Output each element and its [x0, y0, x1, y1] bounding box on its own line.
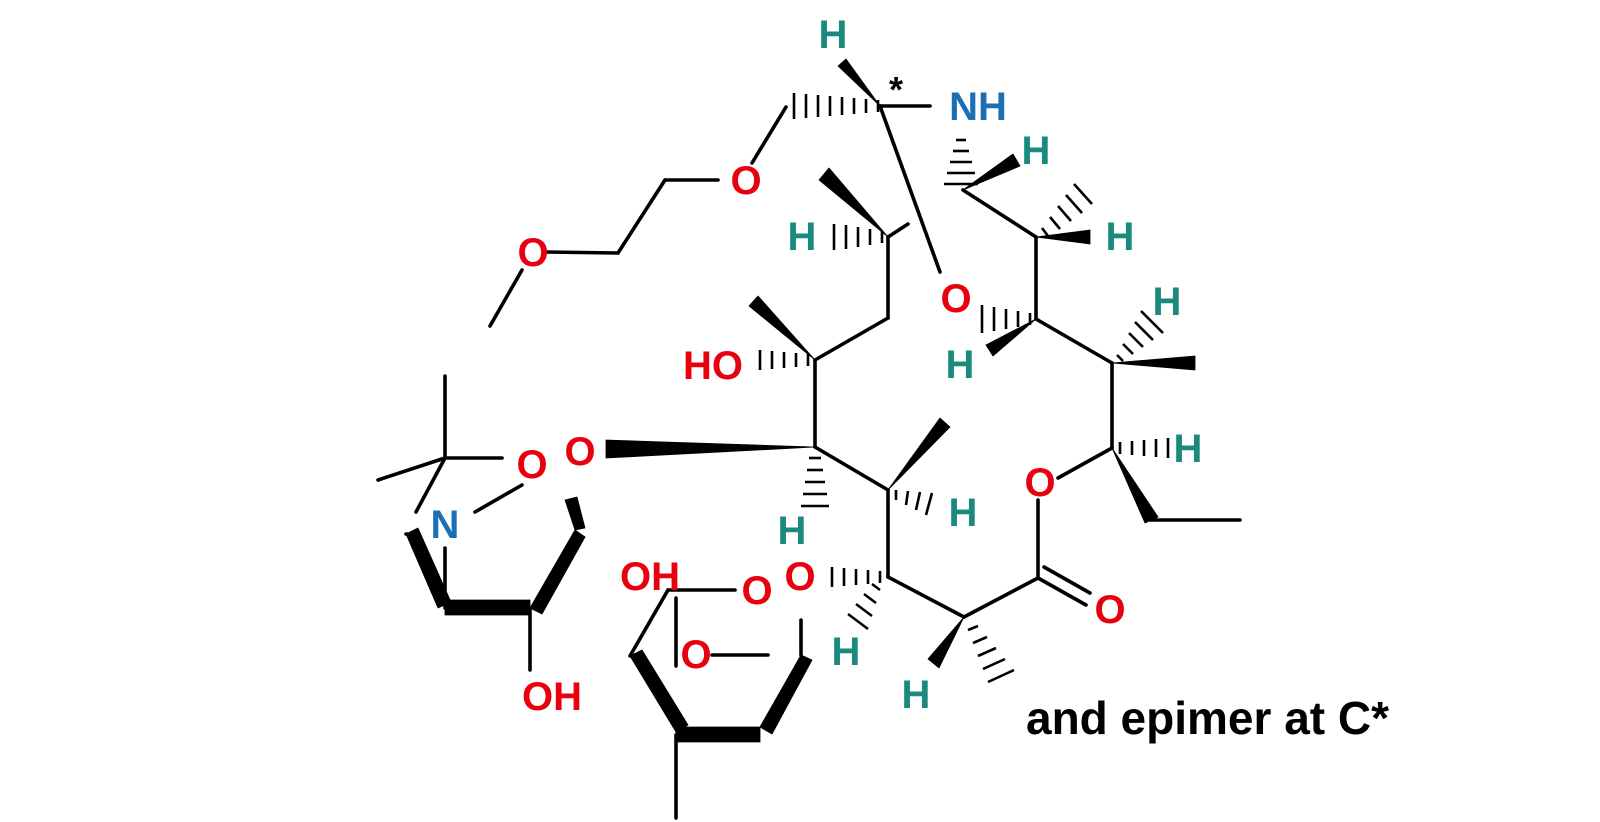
single-bonds: [376, 104, 1242, 820]
atom-o-cladinose-link: O: [784, 555, 815, 599]
atom-oh-desosamine: OH: [522, 675, 582, 719]
atom-h-ring-right: H: [1106, 215, 1135, 259]
atom-oh-cladinose: OH: [620, 555, 680, 599]
hashed-bonds: [758, 93, 1170, 684]
atom-h-upper-right: H: [1153, 280, 1182, 324]
atom-o-cladinose-methoxy: O: [680, 633, 711, 677]
atom-o-ether: O: [730, 159, 761, 203]
atom-o-cladinose-ring: O: [741, 569, 772, 613]
atom-n-dimethyl: N: [431, 503, 460, 547]
atom-h-nh-ch: H: [1022, 129, 1051, 173]
atom-o-desosamine-link: O: [564, 430, 595, 474]
atom-o-desosamine-ring: O: [516, 443, 547, 487]
carbonyl-double-bond: [1036, 565, 1092, 607]
atom-h-ring-left: H: [788, 215, 817, 259]
atom-h-bridge: H: [946, 343, 975, 387]
caption-epimer-note: and epimer at C*: [1026, 692, 1389, 744]
atom-h-quaternary: H: [778, 509, 807, 553]
atom-o-lactone-ring: O: [1024, 461, 1055, 505]
wedge-bonds: [405, 58, 1196, 743]
atom-h-cstar: H: [819, 13, 848, 57]
atom-h-ether-ch: H: [832, 630, 861, 674]
atom-labels: O O O O O O O O O O HO OH OH NH N * H H …: [431, 13, 1203, 719]
atom-o-bridge: O: [940, 277, 971, 321]
atom-h-ethyl-ch: H: [1174, 427, 1203, 471]
atom-nh: NH: [949, 85, 1007, 129]
atom-o-methoxy: O: [517, 231, 548, 275]
atom-h-alpha-ch: H: [902, 673, 931, 717]
stereo-star: *: [889, 69, 903, 110]
atom-h-methyl-ch: H: [949, 491, 978, 535]
atom-o-carbonyl: O: [1094, 588, 1125, 632]
atom-ho-macrolide: HO: [683, 344, 743, 388]
